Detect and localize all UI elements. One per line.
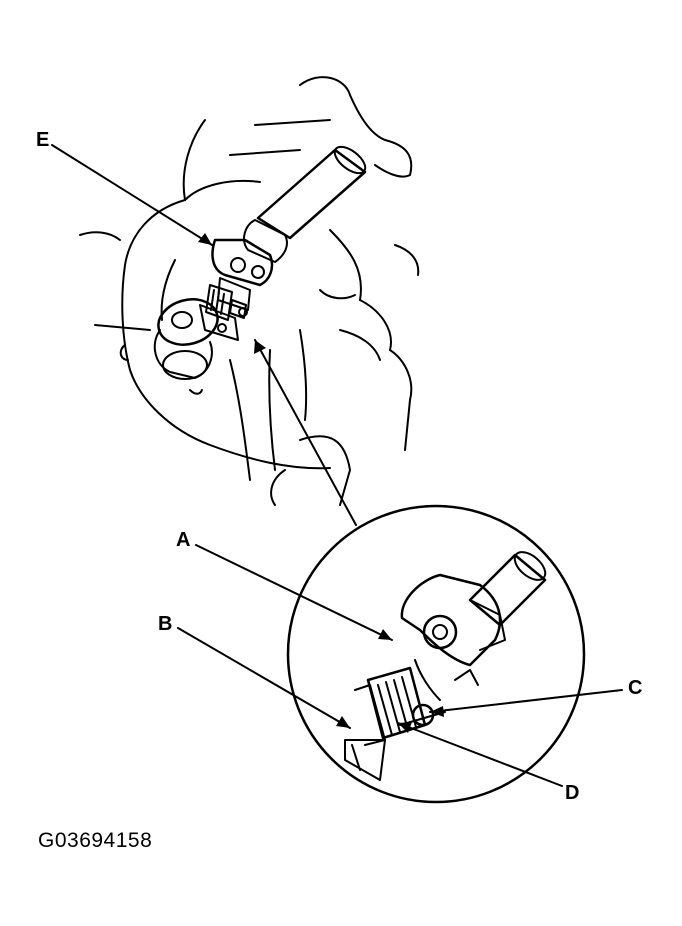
leader-d [397, 722, 563, 787]
callout-e: E [36, 129, 50, 151]
leader-e [51, 144, 213, 246]
leader-a [195, 544, 393, 641]
callout-c: C [628, 677, 643, 699]
leader-magnifier [254, 339, 357, 526]
callout-d: D [565, 782, 580, 804]
leader-lines [51, 144, 623, 787]
callout-a: A [176, 529, 191, 551]
leader-c [429, 689, 623, 713]
leader-b [177, 627, 351, 729]
detail-magnifier [286, 504, 586, 804]
callout-b: B [158, 613, 173, 635]
figure-id: G03694158 [38, 829, 153, 852]
engine-bay-assembly [79, 76, 420, 506]
